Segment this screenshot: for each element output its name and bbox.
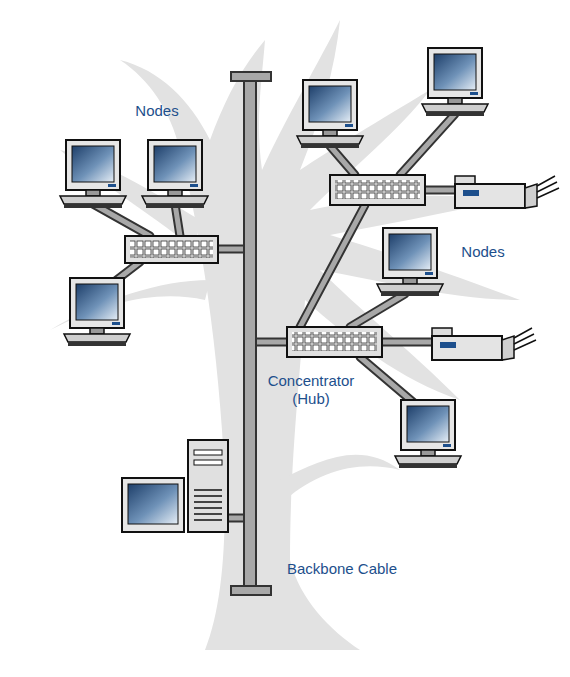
- computer-node: [395, 400, 461, 468]
- computer-node: [377, 228, 443, 296]
- hub-upper: [330, 175, 425, 205]
- computer-node: [64, 278, 130, 346]
- printer-node: [455, 176, 559, 208]
- hub-lower: [287, 327, 382, 357]
- server-node: [122, 440, 228, 532]
- callout-label: Concentrator (Hub): [255, 372, 367, 408]
- computer-node: [60, 140, 126, 208]
- backbone-cable: [231, 72, 271, 595]
- callout-label: Nodes: [112, 102, 202, 120]
- computer-node: [142, 140, 208, 208]
- computer-node: [297, 80, 363, 148]
- computer-node: [422, 48, 488, 116]
- callout-label: Nodes: [438, 243, 528, 261]
- printer-node: [432, 328, 536, 360]
- hub-left: [125, 236, 218, 263]
- callout-label: Backbone Cable: [262, 560, 422, 578]
